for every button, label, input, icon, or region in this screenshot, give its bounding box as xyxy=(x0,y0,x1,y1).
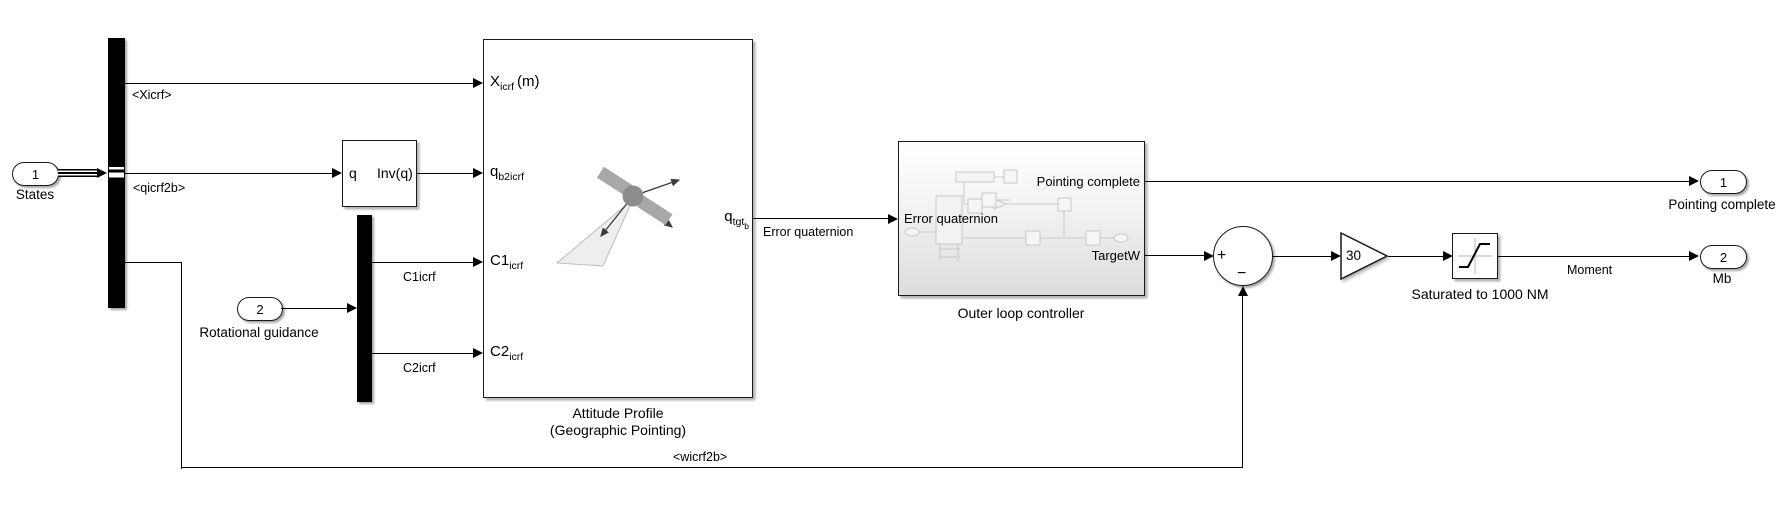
outer-loop-block-label: Outer loop controller xyxy=(957,305,1085,321)
arrowhead xyxy=(473,78,483,88)
outer-loop-port-out2-label: TargetW xyxy=(1091,248,1140,263)
invq-in-port-label: q xyxy=(349,165,357,181)
attitude-block-label-line2: (Geographic Pointing) xyxy=(549,422,687,438)
satellite-icon xyxy=(555,166,681,267)
signal-label-error-quaternion[interactable]: Error quaternion xyxy=(763,225,854,239)
outport-1[interactable]: 1 xyxy=(1700,170,1747,194)
outer-loop-port-out1-label: Pointing complete xyxy=(1036,174,1140,189)
inport-1[interactable]: 1 xyxy=(12,162,59,186)
bus-signal-line[interactable] xyxy=(58,169,98,177)
signal-label-c1icrf[interactable]: C1icrf xyxy=(403,270,436,284)
signal-line-targetw[interactable] xyxy=(1145,255,1207,257)
invq-block[interactable] xyxy=(342,140,417,207)
outport-1-label: Pointing complete xyxy=(1668,197,1776,212)
arrowhead xyxy=(1238,286,1248,296)
attitude-port-qb2icrf: qb2icrf xyxy=(490,163,525,183)
attitude-port-qtgtb: qtgtb xyxy=(724,208,749,231)
saturation-curve-icon xyxy=(1458,238,1492,274)
attitude-port-xicrf: Xicrf(m) xyxy=(490,73,540,93)
arrowhead xyxy=(332,168,342,178)
signal-line-wicrf2b[interactable] xyxy=(125,261,182,263)
attitude-profile-block[interactable] xyxy=(483,39,753,398)
arrowhead xyxy=(473,348,483,358)
signal-label-wicrf2b[interactable]: <wicrf2b> xyxy=(673,450,728,464)
sum-plus-sign: + xyxy=(1217,247,1227,264)
attitude-block-label-line1: Attitude Profile xyxy=(572,405,664,421)
bus-selector-2[interactable] xyxy=(357,215,372,402)
arrowhead xyxy=(97,168,107,178)
signal-line[interactable] xyxy=(1273,255,1333,257)
signal-line-wicrf2b[interactable] xyxy=(181,467,1243,469)
inport-2-number: 2 xyxy=(256,301,264,317)
signal-line[interactable] xyxy=(417,172,474,174)
signal-line-c2icrf[interactable] xyxy=(372,352,474,354)
sum-block[interactable] xyxy=(1213,226,1273,286)
inport-2-label: Rotational guidance xyxy=(199,325,319,340)
signal-line-moment[interactable] xyxy=(1498,255,1690,257)
arrowhead xyxy=(1331,251,1341,261)
signal-line-pointing-complete[interactable] xyxy=(1145,180,1690,182)
signal-line[interactable] xyxy=(281,307,348,309)
signal-label-xicrf[interactable]: <Xicrf> xyxy=(132,88,172,102)
signal-line-xicrf[interactable] xyxy=(125,82,474,84)
arrowhead xyxy=(347,303,357,313)
saturation-block-label: Saturated to 1000 NM xyxy=(1411,286,1549,302)
signal-line-wicrf2b[interactable] xyxy=(1242,295,1244,468)
sum-minus-sign: − xyxy=(1237,265,1247,282)
attitude-port-c2icrf: C2icrf xyxy=(490,343,524,363)
gain-block[interactable] xyxy=(1340,231,1390,281)
arrowhead xyxy=(1443,251,1453,261)
signal-line-error-quaternion[interactable] xyxy=(753,218,890,220)
inport-1-number: 1 xyxy=(31,166,40,182)
inport-2[interactable]: 2 xyxy=(237,297,283,321)
signal-label-c2icrf[interactable]: C2icrf xyxy=(403,361,436,375)
subsystem-preview-icon xyxy=(904,169,1129,261)
signal-line[interactable] xyxy=(1388,255,1446,257)
attitude-port-c1icrf: C1icrf xyxy=(490,252,524,272)
outport-2-label: Mb xyxy=(1712,271,1732,286)
inport-1-label: States xyxy=(15,187,55,202)
signal-line-c1icrf[interactable] xyxy=(372,261,474,263)
arrowhead xyxy=(1689,176,1699,186)
invq-block-label: Inv(q) xyxy=(377,165,413,181)
gain-value-label: 30 xyxy=(1346,248,1362,263)
signal-label-qicrf2b[interactable]: <qicrf2b> xyxy=(133,181,186,195)
arrowhead xyxy=(888,213,898,224)
signal-line-qicrf2b[interactable] xyxy=(125,172,334,174)
outport-2[interactable]: 2 xyxy=(1700,245,1747,269)
arrowhead xyxy=(1689,251,1699,261)
outport-2-number: 2 xyxy=(1719,249,1728,265)
arrowhead xyxy=(473,257,483,267)
bus-selector-port-icon xyxy=(108,166,125,180)
outport-1-number: 1 xyxy=(1719,174,1728,190)
signal-label-moment[interactable]: Moment xyxy=(1567,263,1613,277)
arrowhead xyxy=(473,168,483,178)
arrowhead xyxy=(1204,250,1214,261)
outer-loop-port-in-label: Error quaternion xyxy=(904,211,998,226)
signal-line-wicrf2b[interactable] xyxy=(181,261,183,469)
